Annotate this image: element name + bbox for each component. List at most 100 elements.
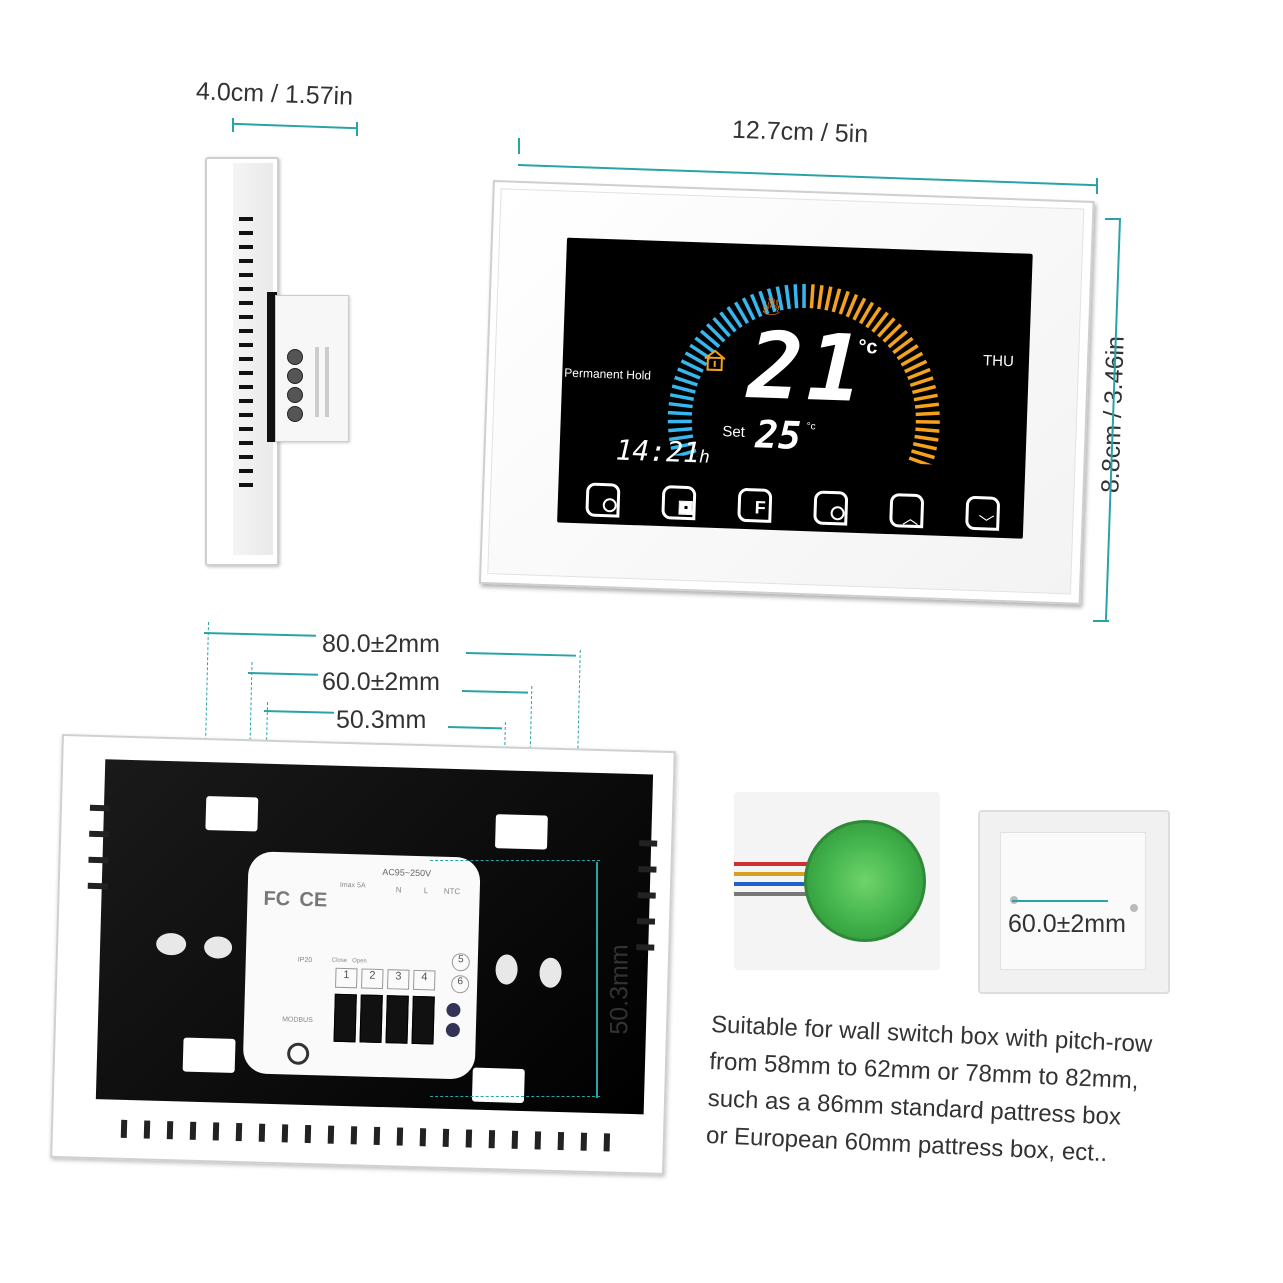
gauge-tick (817, 284, 824, 310)
gauge-tick (699, 329, 721, 348)
clock-suffix: h (699, 446, 710, 467)
gauge-tick (733, 301, 750, 325)
vent-tick (120, 1119, 128, 1138)
gauge-tick (668, 426, 693, 433)
vent-tick (419, 1128, 427, 1147)
terminal-ntc: NTC (443, 886, 461, 897)
gauge-tick (882, 323, 903, 343)
power-icon (602, 498, 617, 513)
vent-tick (327, 1125, 335, 1144)
day-label: THU (982, 352, 1015, 371)
mount-hole (1130, 904, 1138, 912)
terminal-module: AC95~250V FC CE Imax 5A N L NTC IP20 Clo… (242, 851, 481, 1080)
down-button[interactable]: ﹀ (965, 495, 1001, 533)
box-pitch-label: 60.0±2mm (1008, 910, 1126, 938)
gauge-tick (908, 456, 933, 466)
vent-tick (580, 1132, 588, 1151)
gauge-tick (915, 420, 940, 424)
gauge-tick (705, 323, 726, 343)
temperature-gauge (667, 283, 940, 466)
gauge-tick (674, 375, 698, 387)
terminal-n: N (395, 885, 402, 895)
side-depth-line (232, 122, 358, 129)
gauge-tick (677, 367, 701, 380)
terminal-block (333, 993, 435, 1045)
power-button[interactable] (585, 482, 621, 518)
gauge-tick (670, 441, 695, 451)
vent-tick (488, 1130, 496, 1149)
vent-tick (166, 1121, 174, 1140)
gauge-tick (877, 317, 896, 338)
set-temperature: 25 (754, 412, 802, 458)
function-button[interactable]: F (737, 487, 773, 523)
current-label: Imax 5A (339, 881, 366, 890)
screw-terminal (445, 1022, 461, 1038)
vent-tick (143, 1120, 151, 1139)
gauge-tick (749, 293, 763, 318)
gauge-tick (766, 288, 777, 313)
gauge-tick (838, 290, 850, 315)
up-button[interactable]: ︿ (889, 493, 925, 529)
menu-button[interactable] (661, 485, 697, 521)
front-width-label: 12.7cm / 5in (731, 115, 869, 149)
mid-pitch-label: 60.0±2mm (322, 668, 440, 696)
gauge-tick (784, 284, 792, 310)
ip-rating: IP20 (297, 956, 313, 965)
gauge-tick (668, 401, 693, 409)
gauge-tick (912, 442, 938, 451)
reset-port (286, 1042, 310, 1066)
gauge-tick (914, 402, 940, 409)
current-temp-unit: °c (858, 335, 878, 359)
modbus-label: MODBUS (282, 1016, 313, 1025)
gauge-tick (680, 359, 704, 373)
gauge-tick (667, 419, 692, 424)
side-vent-ticks (239, 217, 253, 487)
gauge-tick (914, 434, 939, 442)
chevron-down-icon: ﹀ (978, 515, 995, 533)
clock-icon (830, 505, 845, 521)
screw-terminal (446, 1002, 461, 1018)
gauge-tick (910, 449, 936, 460)
vent-tick (465, 1129, 473, 1148)
gauge-tick (684, 351, 708, 367)
outer-pitch-label: 80.0±2mm (322, 630, 440, 658)
gauge-tick (671, 384, 696, 394)
thermostat-front-view: 🔥︎ 21 °c Permanent Hold THU Set 25 °c 14… (478, 180, 1095, 626)
gauge-tick (915, 427, 940, 433)
gauge-tick (726, 306, 743, 329)
mounting-clip (471, 1067, 525, 1104)
inner-pitch-label: 50.3mm (336, 706, 427, 734)
side-bracket (267, 292, 277, 442)
vent-tick (442, 1128, 450, 1147)
back-edge-ticks (87, 804, 658, 1152)
green-round-box (804, 820, 926, 942)
gauge-tick (802, 283, 806, 308)
gauge-tick (909, 376, 934, 388)
gauge-tick (775, 286, 784, 311)
gauge-tick (915, 411, 940, 417)
vent-tick (603, 1133, 611, 1152)
gauge-tick (668, 434, 694, 442)
schedule-button[interactable] (813, 490, 849, 526)
gauge-tick (913, 393, 938, 402)
lcd-screen: 🔥︎ 21 °c Permanent Hold THU Set 25 °c 14… (557, 237, 1033, 539)
gauge-tick (824, 286, 833, 311)
gauge-tick (694, 336, 716, 354)
mounting-clip (494, 814, 548, 850)
gauge-tick (793, 284, 799, 309)
gauge-tick (871, 311, 889, 333)
mode-label: Permanent Hold (564, 365, 652, 383)
gauge-tick (904, 359, 928, 374)
clock-time: 14:21 (615, 433, 701, 470)
gauge-tick (831, 288, 842, 313)
close-open-label: Close Open (331, 957, 367, 965)
gauge-tick (887, 329, 909, 349)
wire-bundle (734, 856, 824, 916)
gauge-tick (900, 351, 924, 367)
gauge-tick (845, 293, 859, 318)
vent-tick (304, 1124, 312, 1144)
vent-tick (557, 1132, 565, 1151)
vent-tick (396, 1127, 404, 1146)
fc-mark: FC (263, 887, 291, 911)
f-icon: F (754, 497, 767, 518)
